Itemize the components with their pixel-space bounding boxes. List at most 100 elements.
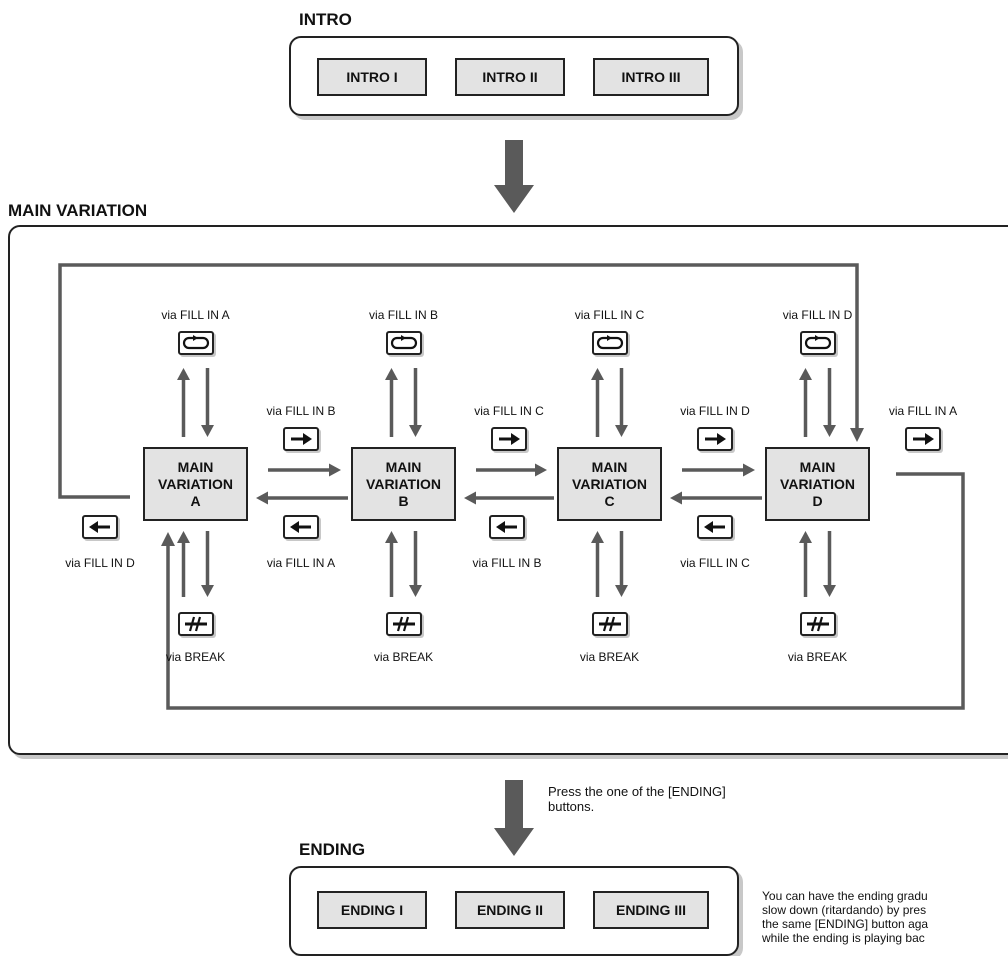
break-icon-c[interactable] <box>591 612 628 636</box>
left-arrow-b-a-head <box>256 491 268 505</box>
up-arrow-bottom-a-head <box>177 531 190 543</box>
fill-in-label-left-d: via FILL IN C <box>680 556 750 570</box>
break-icon-c-glyph <box>598 616 621 632</box>
loop-d-to-a-head <box>161 532 175 546</box>
press-ending-note-line: Press the one of the [ENDING] <box>548 784 726 799</box>
fill-in-right-icon-d[interactable] <box>905 427 941 451</box>
ritardando-note-line: while the ending is playing bac <box>762 931 925 945</box>
down-arrow-top-c-head <box>615 425 628 437</box>
intro-title: INTRO <box>299 10 352 29</box>
fill-in-loop-icon-b-glyph <box>390 335 417 350</box>
fill-in-label-top-b: via FILL IN B <box>369 308 438 322</box>
break-icon-b[interactable] <box>385 612 422 636</box>
up-arrow-top-c-head <box>591 368 604 380</box>
fill-in-left-icon-d-glyph <box>704 521 725 533</box>
fill-in-loop-icon-d[interactable] <box>799 331 836 355</box>
break-label-a: via BREAK <box>165 650 226 664</box>
ending-2-button[interactable]: ENDING II <box>455 891 565 929</box>
variation-label-line: A <box>190 492 201 509</box>
fill-in-right-icon-b-glyph <box>499 433 520 445</box>
break-label-b: via BREAK <box>373 650 434 664</box>
right-arrow-b-c-head <box>535 463 547 477</box>
variation-label-line: MAIN <box>591 458 628 475</box>
fill-in-left-icon-b[interactable] <box>283 515 319 539</box>
up-arrow-top-a-head <box>177 368 190 380</box>
variation-label-line: C <box>604 492 615 509</box>
fill-in-left-icon-b-glyph <box>290 521 311 533</box>
main-to-ending-arrow <box>494 780 534 856</box>
variation-label-line: MAIN <box>385 458 422 475</box>
press-ending-note-line: buttons. <box>548 799 595 814</box>
fill-in-left-icon-c-glyph <box>496 521 517 533</box>
down-arrow-top-a-head <box>201 425 214 437</box>
intro-1-button[interactable]: INTRO I <box>317 58 427 96</box>
break-icon-d[interactable] <box>799 612 836 636</box>
fill-in-left-icon-d[interactable] <box>697 515 733 539</box>
fill-in-label-right-a: via FILL IN B <box>266 404 336 418</box>
fill-in-label-left-b: via FILL IN A <box>266 556 336 570</box>
fill-in-label-left-c: via FILL IN B <box>472 556 542 570</box>
right-arrow-a-b-head <box>329 463 341 477</box>
ritardando-note-line: the same [ENDING] button aga <box>762 917 929 931</box>
ending-title: ENDING <box>299 840 366 859</box>
intro-3-button[interactable]: INTRO III <box>593 58 709 96</box>
fill-in-label-top-c: via FILL IN C <box>574 308 645 322</box>
fill-in-loop-icon-a-glyph <box>182 335 209 350</box>
left-arrow-d-c-head <box>670 491 682 505</box>
break-label-d: via BREAK <box>787 650 848 664</box>
fill-in-right-icon-c[interactable] <box>697 427 733 451</box>
fill-in-left-icon-a-glyph <box>89 521 110 533</box>
variation-label-line: D <box>812 492 823 509</box>
up-arrow-top-d-head <box>799 368 812 380</box>
fill-in-loop-icon-a[interactable] <box>177 331 214 355</box>
fill-in-left-icon-c[interactable] <box>489 515 525 539</box>
fill-in-label-right-c: via FILL IN D <box>680 404 750 418</box>
down-arrow-bottom-b-head <box>409 585 422 597</box>
up-arrow-bottom-b-head <box>385 531 398 543</box>
ritardando-note: You can have the ending gradu slow down … <box>762 889 928 945</box>
break-icon-a[interactable] <box>177 612 214 636</box>
break-icon-b-glyph <box>392 616 415 632</box>
variation-label-line: MAIN <box>799 458 836 475</box>
press-ending-note: Press the one of the [ENDING] buttons. <box>548 784 726 814</box>
fill-in-left-icon-a[interactable] <box>82 515 118 539</box>
down-arrow-top-d-head <box>823 425 836 437</box>
break-icon-a-glyph <box>184 616 207 632</box>
down-arrow-top-b-head <box>409 425 422 437</box>
intro-2-button[interactable]: INTRO II <box>455 58 565 96</box>
fill-in-right-icon-a-glyph <box>291 433 312 445</box>
fill-in-label-top-d: via FILL IN D <box>782 308 853 322</box>
ritardando-note-line: slow down (ritardando) by pres <box>762 903 927 917</box>
variation-label-line: VARIATION <box>366 475 441 492</box>
ending-3-button[interactable]: ENDING III <box>593 891 709 929</box>
intro-to-main-arrow <box>494 140 534 213</box>
variation-label-line: VARIATION <box>780 475 855 492</box>
break-label-c: via BREAK <box>579 650 640 664</box>
up-arrow-bottom-c-head <box>591 531 604 543</box>
fill-in-right-icon-a[interactable] <box>283 427 319 451</box>
fill-in-label-right-b: via FILL IN C <box>474 404 544 418</box>
variation-label-line: VARIATION <box>158 475 233 492</box>
up-arrow-top-b-head <box>385 368 398 380</box>
down-arrow-bottom-d-head <box>823 585 836 597</box>
loop-a-to-d-head <box>850 428 864 442</box>
variation-label-line: VARIATION <box>572 475 647 492</box>
up-arrow-bottom-d-head <box>799 531 812 543</box>
left-arrow-c-b-head <box>464 491 476 505</box>
break-icon-d-glyph <box>806 616 829 632</box>
fill-in-right-icon-b[interactable] <box>491 427 527 451</box>
fill-in-label-top-a: via FILL IN A <box>161 308 230 322</box>
ending-1-button[interactable]: ENDING I <box>317 891 427 929</box>
ritardando-note-line: You can have the ending gradu <box>762 889 928 903</box>
fill-in-label-right-d: via FILL IN A <box>888 404 958 418</box>
fill-in-loop-icon-c[interactable] <box>591 331 628 355</box>
loop-a-to-d-line <box>58 263 859 499</box>
fill-in-loop-icon-c-glyph <box>596 335 623 350</box>
variation-label-line: B <box>398 492 409 509</box>
fill-in-loop-icon-b[interactable] <box>385 331 422 355</box>
